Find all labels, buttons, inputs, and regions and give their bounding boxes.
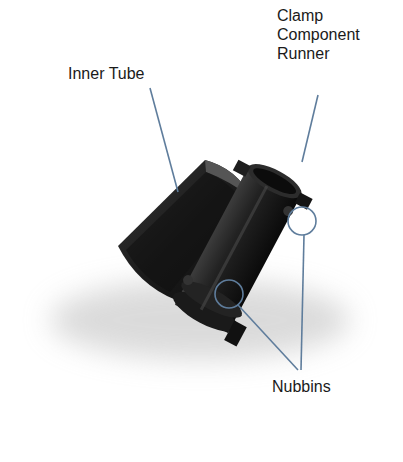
clamp-runner — [161, 152, 319, 347]
part-label: Inner Tube — [68, 64, 178, 83]
leader-lines — [150, 88, 318, 370]
part-label: Clamp Component Runner — [277, 6, 369, 63]
part-label: Nubbins — [272, 377, 382, 396]
